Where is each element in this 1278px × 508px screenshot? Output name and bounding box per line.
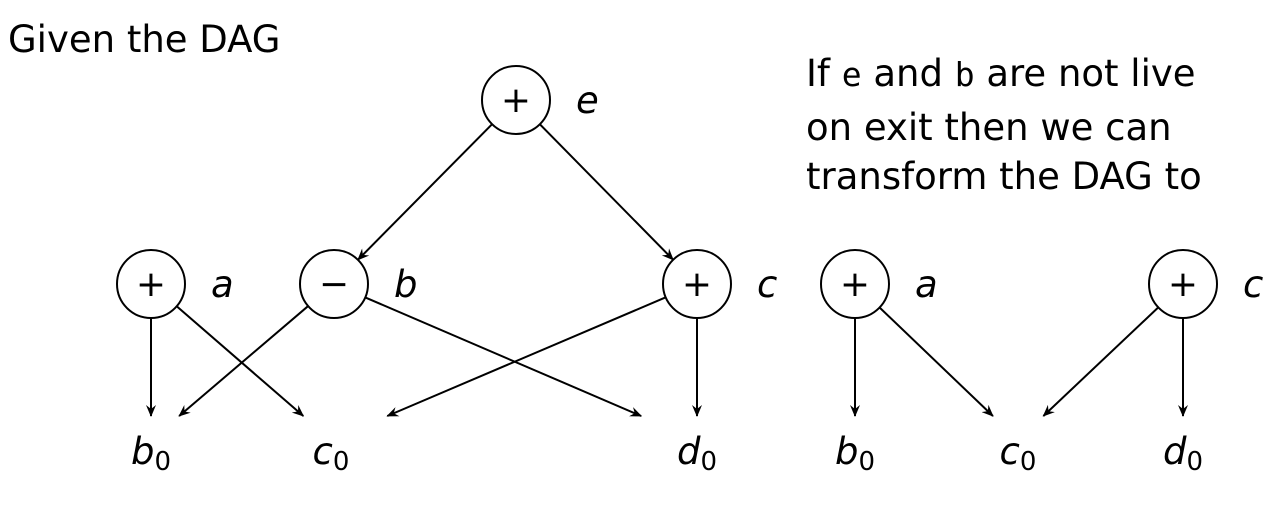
left-edge-b-d0 [364, 296, 643, 417]
intro-text: Given the DAG [8, 18, 281, 61]
left-node-e [481, 65, 551, 135]
left-edge-a-c0 [176, 305, 305, 417]
left-edge-b-b0 [178, 305, 309, 417]
right-node-a [820, 249, 890, 319]
left-edge-e-c [539, 123, 674, 261]
dag-transformed: + a + c b0 c0 d0 [820, 249, 1263, 477]
left-node-b-label: b [394, 263, 418, 306]
left-node-a-operator: + [136, 264, 166, 305]
explanation-line-1-pre: If [806, 52, 842, 95]
left-leaf-c0: c0 [313, 430, 350, 477]
left-node-b [299, 249, 369, 319]
explanation-line-2: on exit then we can [806, 106, 1172, 149]
left-node-c-label: c [757, 263, 777, 306]
left-edge-e-b [357, 123, 493, 261]
right-node-c [1148, 249, 1218, 319]
variable-e: e [841, 55, 862, 94]
explanation-line-1: If e and b are not live [806, 52, 1196, 97]
right-leaf-b0: b0 [835, 430, 875, 477]
right-node-a-operator: + [840, 264, 870, 305]
left-node-c-operator: + [682, 264, 712, 305]
explanation-line-3: transform the DAG to [806, 155, 1202, 198]
right-edge-c-c0 [1042, 306, 1159, 417]
variable-b: b [954, 55, 975, 94]
left-node-e-operator: + [501, 80, 531, 121]
left-edge-c-c0 [386, 296, 667, 417]
right-leaf-d0: d0 [1163, 430, 1203, 477]
left-node-e-label: e [576, 79, 599, 122]
right-edge-a-c0 [878, 306, 994, 417]
left-node-b-operator: − [319, 264, 349, 305]
explanation-line-1-mid: and [861, 52, 955, 95]
right-node-a-label: a [915, 263, 938, 306]
right-node-c-label: c [1243, 263, 1263, 306]
explanation-line-1-post: are not live [974, 52, 1196, 95]
left-leaf-d0: d0 [677, 430, 717, 477]
left-leaf-b0: b0 [131, 430, 171, 477]
dag-original: + e + a − b + c b0 c0 d0 [116, 65, 777, 477]
left-node-a [116, 249, 186, 319]
left-node-c [662, 249, 732, 319]
left-node-a-label: a [211, 263, 234, 306]
right-leaf-c0: c0 [1000, 430, 1037, 477]
right-node-c-operator: + [1168, 264, 1198, 305]
